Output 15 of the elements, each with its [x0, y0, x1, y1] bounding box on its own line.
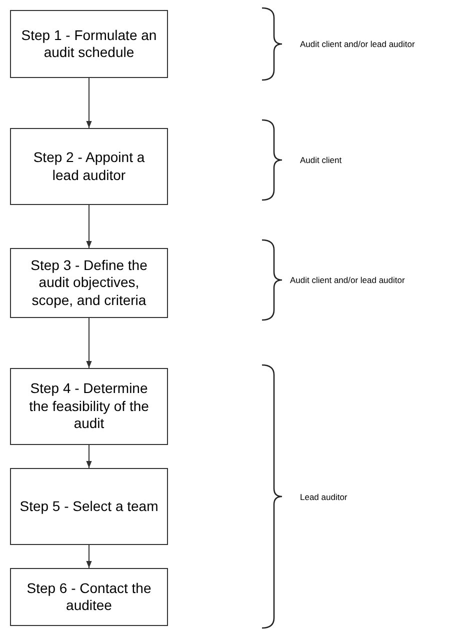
- arrow: [86, 78, 92, 128]
- process-box: Step 5 - Select a team: [10, 468, 168, 545]
- role-label: Audit client and/or lead auditor: [300, 39, 415, 49]
- process-box: Step 1 - Formulate an audit schedule: [10, 10, 168, 78]
- process-box: Step 3 - Define the audit objectives, scope, and criteria: [10, 248, 168, 318]
- arrow: [86, 318, 92, 368]
- role-label: Audit client and/or lead auditor: [290, 275, 405, 285]
- process-box: Step 4 - Determine the feasibility of the audit: [10, 368, 168, 445]
- role-label: Audit client: [300, 155, 342, 165]
- arrow: [86, 544, 92, 568]
- arrow: [86, 444, 92, 468]
- process-box: Step 2 - Appoint a lead auditor: [10, 128, 168, 205]
- arrow: [86, 204, 92, 248]
- role-label: Lead auditor: [300, 492, 348, 502]
- process-box: Step 6 - Contact the auditee: [10, 568, 168, 626]
